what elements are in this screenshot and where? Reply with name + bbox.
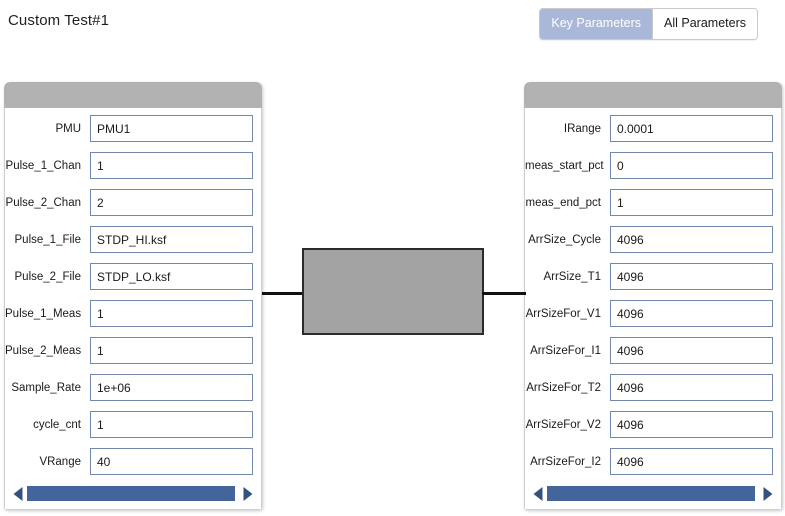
tab-key-parameters[interactable]: Key Parameters xyxy=(540,9,653,39)
param-row: meas_start_pct xyxy=(525,151,781,180)
param-label-pulse_1_file: Pulse_1_File xyxy=(14,233,81,246)
param-input-irange[interactable] xyxy=(610,115,773,142)
right-arrow-icon[interactable] xyxy=(761,486,775,501)
param-label-vrange: VRange xyxy=(39,455,81,468)
right-panel-body: IRange meas_start_pct meas_end_pctArrSize_… xyxy=(524,108,782,510)
param-input-pulse_1_file[interactable] xyxy=(90,226,253,253)
param-input-arrsizefor_v1[interactable] xyxy=(610,300,773,327)
param-label-irange: IRange xyxy=(563,122,601,135)
param-row: ArrSizeFor_T2 xyxy=(525,373,781,402)
param-label-cycle_cnt: cycle_cnt xyxy=(33,418,81,431)
param-input-meas_start_pct[interactable] xyxy=(610,152,773,179)
param-input-cycle_cnt[interactable] xyxy=(90,411,253,438)
param-label-pulse_2_chan: Pulse_2_Chan xyxy=(5,196,81,209)
left-panel-header xyxy=(4,82,262,108)
tab-all-parameters[interactable]: All Parameters xyxy=(652,9,757,39)
param-label-arrsize_cycle: ArrSize_Cycle xyxy=(528,233,601,246)
device-under-test-block[interactable] xyxy=(302,248,484,335)
param-label-arrsizefor_i1: ArrSizeFor_I1 xyxy=(530,344,601,357)
param-row: ArrSize_T1 xyxy=(525,262,781,291)
param-input-pulse_2_meas[interactable] xyxy=(90,337,253,364)
right-scroll-track[interactable] xyxy=(547,486,759,501)
param-label-pulse_1_meas: Pulse_1_Meas xyxy=(5,307,82,320)
left-parameter-panel: PMU Pulse_1_ChanPulse_2_ChanPulse_1_FileP… xyxy=(4,82,262,510)
param-input-meas_end_pct[interactable] xyxy=(610,189,773,216)
right-arrow-icon[interactable] xyxy=(241,486,255,501)
left-parameter-list: PMU Pulse_1_ChanPulse_2_ChanPulse_1_FileP… xyxy=(5,114,261,476)
param-row: Pulse_2_File xyxy=(5,262,261,291)
param-label-arrsizefor_i2: ArrSizeFor_I2 xyxy=(530,455,601,468)
param-row: VRange xyxy=(5,447,261,476)
param-row: Pulse_1_Meas xyxy=(5,299,261,328)
param-input-pmu[interactable] xyxy=(90,115,253,142)
right-connector-lead xyxy=(482,292,526,295)
param-row: Pulse_2_Meas xyxy=(5,336,261,365)
left-arrow-icon[interactable] xyxy=(531,486,545,501)
param-input-arrsizefor_i1[interactable] xyxy=(610,337,773,364)
param-row: ArrSizeFor_I2 xyxy=(525,447,781,476)
param-input-arrsize_t1[interactable] xyxy=(610,263,773,290)
page-title: Custom Test#1 xyxy=(8,12,110,29)
param-label-arrsizefor_v1: ArrSizeFor_V1 xyxy=(525,307,601,320)
param-input-pulse_2_file[interactable] xyxy=(90,263,253,290)
param-row: Pulse_1_Chan xyxy=(5,151,261,180)
param-label-meas_start_pct: meas_start_pct xyxy=(525,159,604,172)
param-input-sample_rate[interactable] xyxy=(90,374,253,401)
left-arrow-icon[interactable] xyxy=(11,486,25,501)
param-input-arrsizefor_t2[interactable] xyxy=(610,374,773,401)
parameter-view-toggle[interactable]: Key Parameters All Parameters xyxy=(539,8,758,40)
param-label-pulse_2_meas: Pulse_2_Meas xyxy=(5,344,82,357)
param-row: ArrSizeFor_I1 xyxy=(525,336,781,365)
param-row: ArrSizeFor_V2 xyxy=(525,410,781,439)
param-input-pulse_1_meas[interactable] xyxy=(90,300,253,327)
param-row: ArrSizeFor_V1 xyxy=(525,299,781,328)
param-row: PMU xyxy=(5,114,261,143)
param-label-arrsizefor_v2: ArrSizeFor_V2 xyxy=(525,418,601,431)
param-row: meas_end_pct xyxy=(525,188,781,217)
param-label-arrsizefor_t2: ArrSizeFor_T2 xyxy=(526,381,601,394)
param-label-sample_rate: Sample_Rate xyxy=(11,381,81,394)
param-row: IRange xyxy=(525,114,781,143)
param-label-pmu: PMU xyxy=(55,122,81,135)
right-scroll-thumb[interactable] xyxy=(547,486,755,501)
param-label-arrsize_t1: ArrSize_T1 xyxy=(543,270,601,283)
param-row: Pulse_2_Chan xyxy=(5,188,261,217)
param-row: ArrSize_Cycle xyxy=(525,225,781,254)
param-input-arrsizefor_v2[interactable] xyxy=(610,411,773,438)
right-panel-horizontal-scrollbar[interactable] xyxy=(531,484,775,503)
left-connector-lead xyxy=(262,292,304,295)
left-panel-horizontal-scrollbar[interactable] xyxy=(11,484,255,503)
left-scroll-thumb[interactable] xyxy=(27,486,235,501)
param-label-meas_end_pct: meas_end_pct xyxy=(525,196,601,209)
param-input-arrsize_cycle[interactable] xyxy=(610,226,773,253)
param-label-pulse_1_chan: Pulse_1_Chan xyxy=(5,159,81,172)
param-input-vrange[interactable] xyxy=(90,448,253,475)
right-parameter-panel: IRange meas_start_pct meas_end_pctArrSize_… xyxy=(524,82,782,510)
right-panel-header xyxy=(524,82,782,108)
left-panel-body: PMU Pulse_1_ChanPulse_2_ChanPulse_1_FileP… xyxy=(4,108,262,510)
param-input-pulse_1_chan[interactable] xyxy=(90,152,253,179)
param-input-pulse_2_chan[interactable] xyxy=(90,189,253,216)
param-row: cycle_cnt xyxy=(5,410,261,439)
param-input-arrsizefor_i2[interactable] xyxy=(610,448,773,475)
right-parameter-list: IRange meas_start_pct meas_end_pctArrSize_… xyxy=(525,114,781,476)
left-scroll-track[interactable] xyxy=(27,486,239,501)
param-label-pulse_2_file: Pulse_2_File xyxy=(14,270,81,283)
param-row: Pulse_1_File xyxy=(5,225,261,254)
param-row: Sample_Rate xyxy=(5,373,261,402)
